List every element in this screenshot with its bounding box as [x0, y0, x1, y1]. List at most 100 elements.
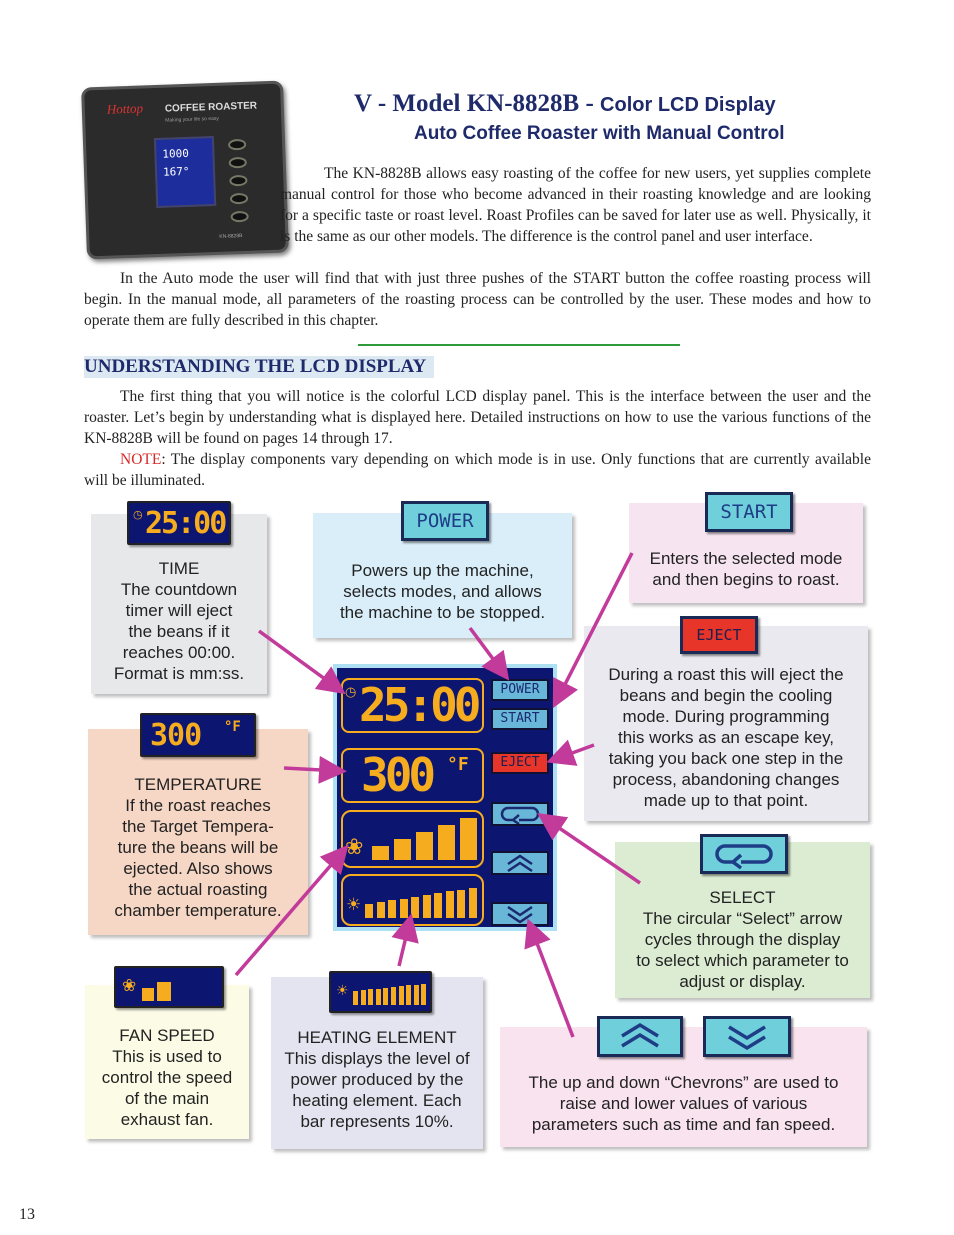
page-number: 13 — [19, 1206, 35, 1223]
level-bar — [372, 846, 389, 860]
power-key-illustration: POWER — [401, 501, 489, 541]
arrow-chevrons — [524, 918, 575, 1038]
callout-line: raise and lower values of various — [559, 1094, 808, 1113]
lcd-start-key[interactable]: START — [491, 708, 549, 730]
temperature-chip-unit: °F — [224, 719, 241, 735]
note-paragraph: NOTE: The display components vary depend… — [84, 449, 871, 491]
photo-button — [227, 138, 247, 151]
callout-line: This is used to — [112, 1047, 222, 1066]
callout-line: adjust or display. — [679, 972, 806, 991]
note-text: : The display components vary depending … — [84, 451, 871, 489]
callout-line: The up and down “Chevrons” are used to — [528, 1073, 839, 1092]
level-bar — [434, 893, 442, 918]
section-heading: UNDERSTANDING THE LCD DISPLAY — [84, 356, 435, 378]
lcd-intro-paragraph: The first thing that you will notice is … — [84, 388, 871, 447]
chevron-up-icon — [621, 1022, 659, 1048]
time-chip-digits: 25:00 — [145, 506, 227, 541]
level-bar — [399, 898, 408, 918]
callout-line: reaches 00:00. — [122, 643, 236, 662]
photo-lcd: 1000 167° — [153, 135, 217, 209]
level-bar — [411, 896, 419, 918]
level-bar — [353, 991, 358, 1005]
level-bar — [360, 990, 366, 1005]
start-callout: Enters the selected mode and then begins… — [629, 503, 863, 603]
callout-line: chamber temperature. — [114, 901, 282, 920]
eject-key-illustration: EJECT — [680, 616, 758, 654]
level-bar — [383, 987, 389, 1005]
callout-line: selects modes, and allows — [343, 582, 542, 601]
level-bar — [394, 839, 411, 860]
select-key-illustration — [700, 834, 788, 874]
callout-line: beans and begin the cooling — [619, 686, 833, 705]
chevrons-callout: The up and down “Chevrons” are used to r… — [500, 1027, 867, 1147]
lcd-eject-key[interactable]: EJECT — [491, 752, 549, 774]
level-bar — [375, 988, 381, 1005]
lcd-select-key[interactable] — [491, 802, 549, 826]
level-bar — [416, 832, 433, 860]
lcd-fan-frame — [341, 810, 484, 868]
photo-button — [229, 174, 248, 187]
lcd-up-key[interactable] — [491, 851, 549, 875]
level-bar — [406, 985, 412, 1005]
photo-button — [230, 210, 249, 223]
time-callout-title: TIME — [158, 559, 200, 578]
fan-bar — [157, 982, 171, 1001]
chevron-down-icon — [507, 905, 533, 924]
page-title: V - Model KN-8828B - Color LCD Display — [354, 90, 776, 118]
callout-line: cycles through the display — [644, 930, 841, 949]
start-key-illustration: START — [705, 492, 793, 532]
level-bar — [445, 891, 454, 918]
callout-line: exhaust fan. — [120, 1110, 214, 1129]
title-main: V - Model KN-8828B - — [354, 90, 601, 117]
title-sub: Color LCD Display — [600, 94, 776, 116]
callout-line: parameters such as time and fan speed. — [531, 1115, 836, 1134]
callout-line: the beans if it — [128, 622, 230, 641]
callout-line: The countdown — [120, 580, 238, 599]
select-callout-title: SELECT — [709, 888, 776, 907]
fan-bar — [142, 988, 154, 1001]
callout-line: timer will eject — [125, 601, 233, 620]
chevron-down-icon — [728, 1025, 766, 1051]
lcd-power-key[interactable]: POWER — [491, 679, 549, 701]
callout-line: made up to that point. — [643, 791, 809, 810]
intro-paragraph: The KN-8828B allows easy roasting of the… — [280, 165, 871, 245]
callout-line: If the roast reaches — [125, 796, 271, 815]
callout-line: and then begins to roast. — [652, 570, 840, 589]
level-bar — [421, 983, 427, 1005]
callout-line: The circular “Select” arrow — [642, 909, 843, 928]
level-bar — [468, 887, 477, 918]
lcd-temp-unit: °F — [447, 754, 469, 775]
temperature-display-chip: 300 °F — [140, 713, 256, 757]
controller-photo: Hottop COFFEE ROASTER Making your life s… — [81, 80, 289, 260]
callout-line: the machine to be stopped. — [339, 603, 546, 622]
sun-icon: ☀ — [336, 984, 349, 999]
fan-icon: ❀ — [122, 976, 137, 995]
level-bar — [457, 889, 465, 918]
level-bar — [398, 986, 404, 1005]
chevron-up-icon — [507, 854, 533, 873]
temperature-chip-digits: 300 — [150, 718, 202, 753]
section-divider — [358, 344, 680, 346]
heating-element-chip: ☀ — [329, 971, 432, 1013]
level-bar — [388, 900, 396, 918]
callout-line: to select which parameter to — [636, 951, 849, 970]
level-bar — [422, 895, 431, 918]
callout-line: ejected. Also shows — [123, 859, 273, 878]
photo-time: 1000 — [162, 146, 190, 161]
lcd-down-key[interactable] — [491, 902, 549, 926]
photo-button — [229, 192, 249, 205]
loop-arrow-icon — [500, 806, 540, 826]
page-subtitle: Auto Coffee Roaster with Manual Control — [414, 123, 785, 144]
callout-line: taking you back one step in the — [608, 749, 844, 768]
lcd-display: ◷ 25:00 300 °F ❀ ☀ POWER START EJECT — [333, 664, 557, 931]
power-callout: Powers up the machine, selects modes, an… — [313, 513, 572, 638]
callout-line: Enters the selected mode — [649, 549, 843, 568]
callout-line: power produced by the — [290, 1070, 464, 1089]
temperature-callout: TEMPERATURE If the roast reaches the Tar… — [88, 729, 308, 935]
heating-callout-title: HEATING ELEMENT — [297, 1028, 457, 1047]
temperature-callout-title: TEMPERATURE — [134, 775, 262, 794]
callout-line: bar represents 10%. — [300, 1112, 454, 1131]
lcd-fan-icon: ❀ — [345, 834, 364, 859]
clock-icon: ◷ — [133, 509, 143, 521]
note-label: NOTE — [120, 451, 162, 468]
